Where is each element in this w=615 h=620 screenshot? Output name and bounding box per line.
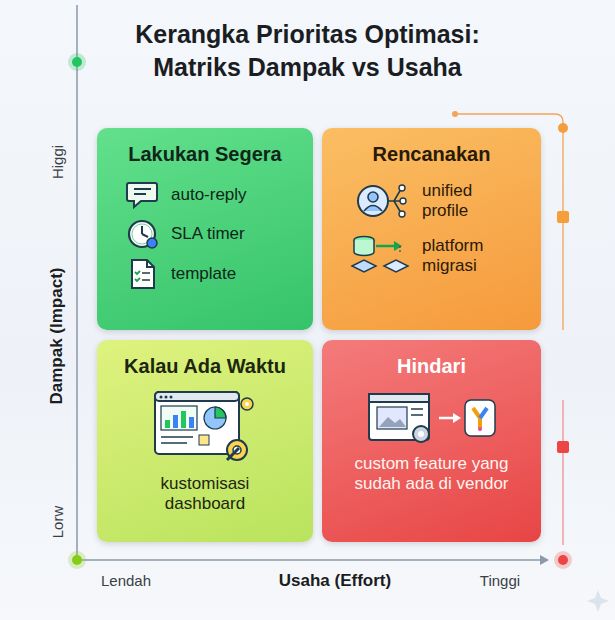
item-row: platform migrasi	[350, 234, 512, 278]
axis-label: Usaha (Effort)	[279, 571, 391, 591]
quadrant-illustration	[153, 390, 257, 466]
diagram-title: Kerangka Prioritas Optimasi: Matriks Dam…	[100, 18, 515, 84]
quadrant-heading: Kalau Ada Waktu	[124, 354, 286, 378]
axis-label: Tinggi	[480, 572, 520, 589]
item-icon	[350, 180, 412, 222]
item-icon	[125, 218, 161, 250]
priority-quadrant: Lakukan Segera auto-replySLA timer templat…	[97, 128, 313, 330]
axis-label: Lorw	[49, 506, 66, 539]
item-row: auto-reply	[125, 180, 247, 210]
quadrant-heading: Lakukan Segera	[128, 142, 281, 166]
axis-label: Lendah	[101, 572, 151, 589]
quadrant-illustration	[367, 390, 497, 446]
item-icon	[350, 234, 412, 278]
axis-label: Higgi	[49, 145, 66, 179]
priority-quadrant: Hindari custom feature yang sudah ada di …	[322, 340, 541, 542]
priority-quadrant: Rencanakan unified profile platform migras…	[322, 128, 541, 330]
axis-label: Dampak (Impact)	[47, 268, 67, 405]
item-label: custom feature yang sudah ada di vendor	[334, 454, 529, 494]
quadrant-heading: Rencanakan	[373, 142, 491, 166]
item-label: template	[171, 264, 236, 284]
item-label: unified profile	[422, 181, 512, 221]
item-list: unified profile platform migrasi	[332, 180, 512, 278]
item-icon	[125, 180, 161, 210]
item-label: auto-reply	[171, 185, 247, 205]
item-label: platform migrasi	[422, 236, 512, 276]
item-label: SLA timer	[171, 224, 245, 244]
priority-quadrant: Kalau Ada Waktu kustomisasi dashboard	[97, 340, 313, 542]
item-row: SLA timer	[125, 218, 247, 250]
item-row: template	[125, 258, 247, 290]
item-label: kustomisasi dashboard	[135, 474, 275, 514]
quadrant-heading: Hindari	[397, 354, 466, 378]
item-icon	[125, 258, 161, 290]
item-list: auto-replySLA timer template	[107, 180, 247, 290]
item-row: unified profile	[350, 180, 512, 222]
